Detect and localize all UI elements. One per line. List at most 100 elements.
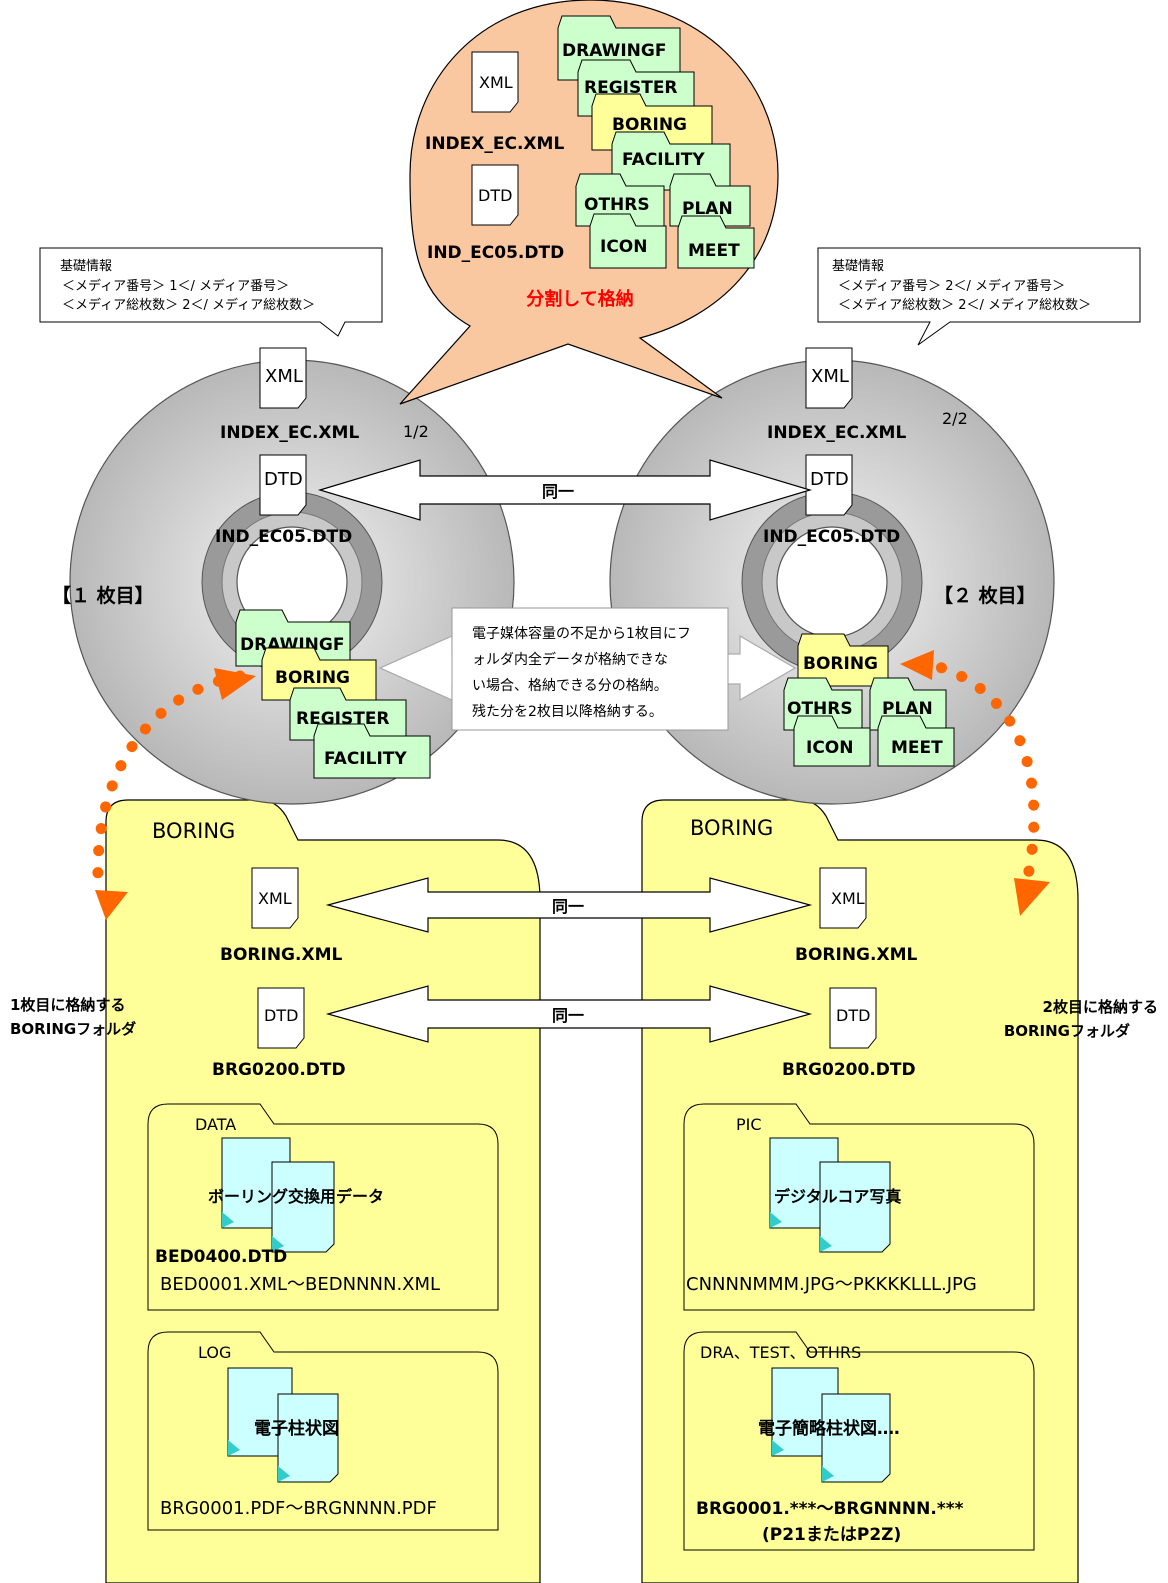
info-right-line2: ＜メディア総枚数＞ 2＜/ メディア総枚数＞ [838, 297, 1091, 313]
right-dra-line2: (P21またはP2Z) [762, 1525, 901, 1545]
svg-text:DRAWINGF: DRAWINGF [562, 41, 666, 61]
same-arrow-xml: 同一 [325, 877, 813, 933]
svg-text:XML: XML [265, 366, 303, 387]
bubble-folder-meet: MEET [677, 215, 755, 269]
svg-text:MEET: MEET [891, 738, 943, 758]
info-callout-left: 基礎情報 ＜メディア番号＞ 1＜/ メディア番号＞ ＜メディア総枚数＞ 2＜/ … [39, 247, 383, 337]
left-subfolder-log: LOG 電子柱状図 BRG0001.PDF～BRGNNNN.PDF [147, 1331, 499, 1531]
left-data-doc-icon [221, 1137, 335, 1253]
svg-text:DTD: DTD [264, 1006, 298, 1025]
right-pic-doc-label: デジタルコア写真 [774, 1187, 901, 1206]
left-boring-xml-icon: XML [251, 867, 299, 929]
left-log-doc-label: 電子柱状図 [254, 1418, 339, 1439]
left-data-doc-label: ボーリング交換用データ [208, 1187, 384, 1206]
right-dra-doc-label: 電子簡略柱状図‥‥ [758, 1418, 900, 1439]
svg-text:XML: XML [811, 366, 849, 387]
info-right-title: 基礎情報 [832, 259, 884, 274]
disc-2-dtd-label: IND_EC05.DTD [763, 527, 900, 547]
svg-text:REGISTER: REGISTER [584, 78, 678, 98]
right-dra-doc-icon [771, 1367, 891, 1483]
svg-text:DTD: DTD [478, 186, 512, 205]
left-side-caption-2: BORINGフォルダ [10, 1020, 136, 1038]
disc-1-fraction: 1/2 [403, 422, 429, 441]
svg-text:FACILITY: FACILITY [622, 150, 705, 170]
left-subfolder-data: DATA ボーリング交換用データ BED0400.DTD BED0001.XML… [147, 1103, 499, 1311]
left-data-line1: BED0400.DTD [155, 1247, 287, 1267]
disc-2-folder-meet: MEET [877, 715, 955, 767]
disc-1-xml-file-icon: XML [259, 347, 307, 409]
right-pic-line1: CNNNNMMM.JPG～PKKKKLLL.JPG [686, 1274, 977, 1295]
same-label-dtd: 同一 [552, 1006, 584, 1025]
left-subfolder-log-title: LOG [198, 1343, 231, 1362]
svg-text:XML: XML [831, 889, 865, 908]
left-side-caption-1: 1枚目に格納する [10, 996, 125, 1014]
right-boring-dtd-label: BRG0200.DTD [782, 1060, 916, 1080]
left-subfolder-data-title: DATA [195, 1115, 236, 1134]
left-log-line1: BRG0001.PDF～BRGNNNN.PDF [160, 1498, 437, 1519]
info-left-line1: ＜メディア番号＞ 1＜/ メディア番号＞ [62, 278, 289, 294]
svg-text:ICON: ICON [806, 738, 853, 758]
disc-1-dtd-label: IND_EC05.DTD [215, 527, 352, 547]
disc-2-name: 【２ 枚目】 [934, 584, 1036, 607]
bubble-dtd-file-icon: DTD [471, 164, 519, 226]
split-bubble: XML INDEX_EC.XML DTD IND_EC05.DTD DRAWIN… [399, 0, 779, 405]
left-boring-xml-label: BORING.XML [220, 945, 342, 965]
svg-text:OTHRS: OTHRS [584, 195, 650, 215]
disc-1-index-label: INDEX_EC.XML [220, 423, 359, 443]
svg-text:FACILITY: FACILITY [324, 749, 407, 769]
bubble-index-label: INDEX_EC.XML [425, 134, 564, 154]
disc-1-folder-facility: FACILITY [313, 723, 431, 779]
left-log-doc-icon [227, 1367, 339, 1483]
right-boring-xml-label: BORING.XML [795, 945, 917, 965]
disc-1-folder-boring: BORING [261, 647, 377, 701]
right-subfolder-pic: PIC デジタルコア写真 CNNNNMMM.JPG～PKKKKLLL.JPG [683, 1103, 1035, 1311]
svg-text:OTHRS: OTHRS [787, 699, 853, 719]
disc-2-fraction: 2/2 [942, 409, 968, 428]
bubble-dtd-label: IND_EC05.DTD [427, 243, 564, 263]
disc-2-dtd-file-icon: DTD [805, 454, 853, 516]
svg-text:BORING: BORING [803, 654, 878, 674]
disc-2-xml-file-icon: XML [805, 347, 853, 409]
svg-text:MEET: MEET [688, 241, 740, 261]
info-right-line1: ＜メディア番号＞ 2＜/ メディア番号＞ [838, 278, 1065, 294]
svg-text:PLAN: PLAN [882, 699, 933, 719]
right-side-caption-1: 2枚目に格納する [1043, 998, 1158, 1016]
svg-text:BORING: BORING [275, 668, 350, 688]
right-boring-xml-icon: XML [819, 867, 867, 929]
bubble-folder-plan: PLAN [669, 173, 751, 227]
disc-1-name: 【１ 枚目】 [52, 584, 154, 607]
info-callout-right: 基礎情報 ＜メディア番号＞ 2＜/ メディア番号＞ ＜メディア総枚数＞ 2＜/ … [817, 247, 1141, 346]
same-label-xml: 同一 [552, 897, 584, 916]
left-boring-dtd-icon: DTD [257, 987, 305, 1049]
note-line-4: 残た分を2枚目以降格納する。 [472, 704, 663, 720]
right-folder-title: BORING [690, 816, 773, 840]
svg-text:PLAN: PLAN [682, 199, 733, 219]
note-line-3: い場合、格納できる分の格納。 [472, 678, 668, 694]
svg-text:ICON: ICON [600, 237, 647, 257]
right-subfolder-dra-title: DRA、TEST、OTHRS [700, 1343, 861, 1362]
left-data-line2: BED0001.XML～BEDNNNN.XML [160, 1274, 440, 1295]
same-arrow-top: 同一 [317, 459, 813, 521]
same-label-top: 同一 [542, 482, 574, 501]
right-boring-dtd-icon: DTD [829, 987, 877, 1049]
right-pic-doc-icon [769, 1137, 891, 1253]
svg-text:DTD: DTD [264, 469, 303, 490]
left-folder-title: BORING [152, 819, 235, 843]
disc-2-folder-boring: BORING [797, 633, 889, 687]
disc-2-folder-icon: ICON [793, 715, 871, 767]
bubble-folder-othrs: OTHRS [575, 173, 665, 227]
split-note-arrow: 電子媒体容量の不足から1枚目にフ ォルダ内全データが格納できな い場合、格納でき… [378, 607, 797, 731]
same-arrow-dtd: 同一 [325, 985, 813, 1043]
svg-text:DTD: DTD [836, 1006, 870, 1025]
right-dra-line1: BRG0001.***～BRGNNNN.*** [696, 1499, 964, 1519]
note-line-1: 電子媒体容量の不足から1枚目にフ [472, 625, 691, 642]
right-subfolder-pic-title: PIC [736, 1115, 762, 1134]
right-subfolder-dra: DRA、TEST、OTHRS 電子簡略柱状図‥‥ BRG0001.***～BRG… [683, 1331, 1035, 1551]
svg-text:XML: XML [258, 889, 292, 908]
bubble-xml-file-icon: XML [471, 51, 519, 113]
info-left-title: 基礎情報 [60, 259, 112, 274]
svg-text:BORING: BORING [612, 115, 687, 135]
left-boring-dtd-label: BRG0200.DTD [212, 1060, 346, 1080]
dotted-arc-left [92, 668, 256, 920]
disc-1-dtd-file-icon: DTD [259, 454, 307, 516]
